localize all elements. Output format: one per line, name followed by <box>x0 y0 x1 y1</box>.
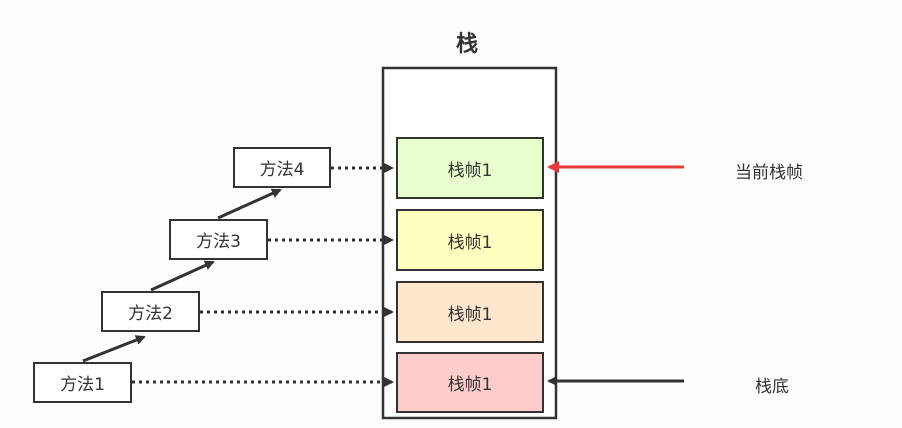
method-box-4: 方法4 <box>233 147 331 188</box>
method-box-2: 方法2 <box>101 291 200 332</box>
stack-frame-label: 栈帧1 <box>447 232 493 253</box>
method-label: 方法4 <box>259 160 305 180</box>
stack-frame-label: 栈帧1 <box>447 160 493 181</box>
stack-frame-current: 栈帧1 <box>396 137 544 199</box>
stack-title: 栈 <box>455 32 478 57</box>
arrow-method3-to-method4 <box>217 188 282 220</box>
stack-frame-bottom: 栈帧1 <box>396 352 544 413</box>
stack-frame-label: 栈帧1 <box>447 375 493 395</box>
current-frame-label: 当前栈帧 <box>735 163 803 183</box>
stack-frame-third: 栈帧1 <box>396 281 544 343</box>
method-label: 方法2 <box>128 304 173 324</box>
method-label: 方法3 <box>196 232 241 252</box>
stack-frame-second: 栈帧1 <box>396 209 544 271</box>
method-label: 方法1 <box>60 375 105 395</box>
arrow-method1-to-method2 <box>82 335 146 363</box>
arrow-method2-to-method3 <box>150 260 215 292</box>
method-box-3: 方法3 <box>169 219 268 260</box>
stack-bottom-label: 栈底 <box>755 377 789 397</box>
stack-frame-label: 栈帧1 <box>447 304 493 325</box>
method-box-1: 方法1 <box>33 362 132 403</box>
